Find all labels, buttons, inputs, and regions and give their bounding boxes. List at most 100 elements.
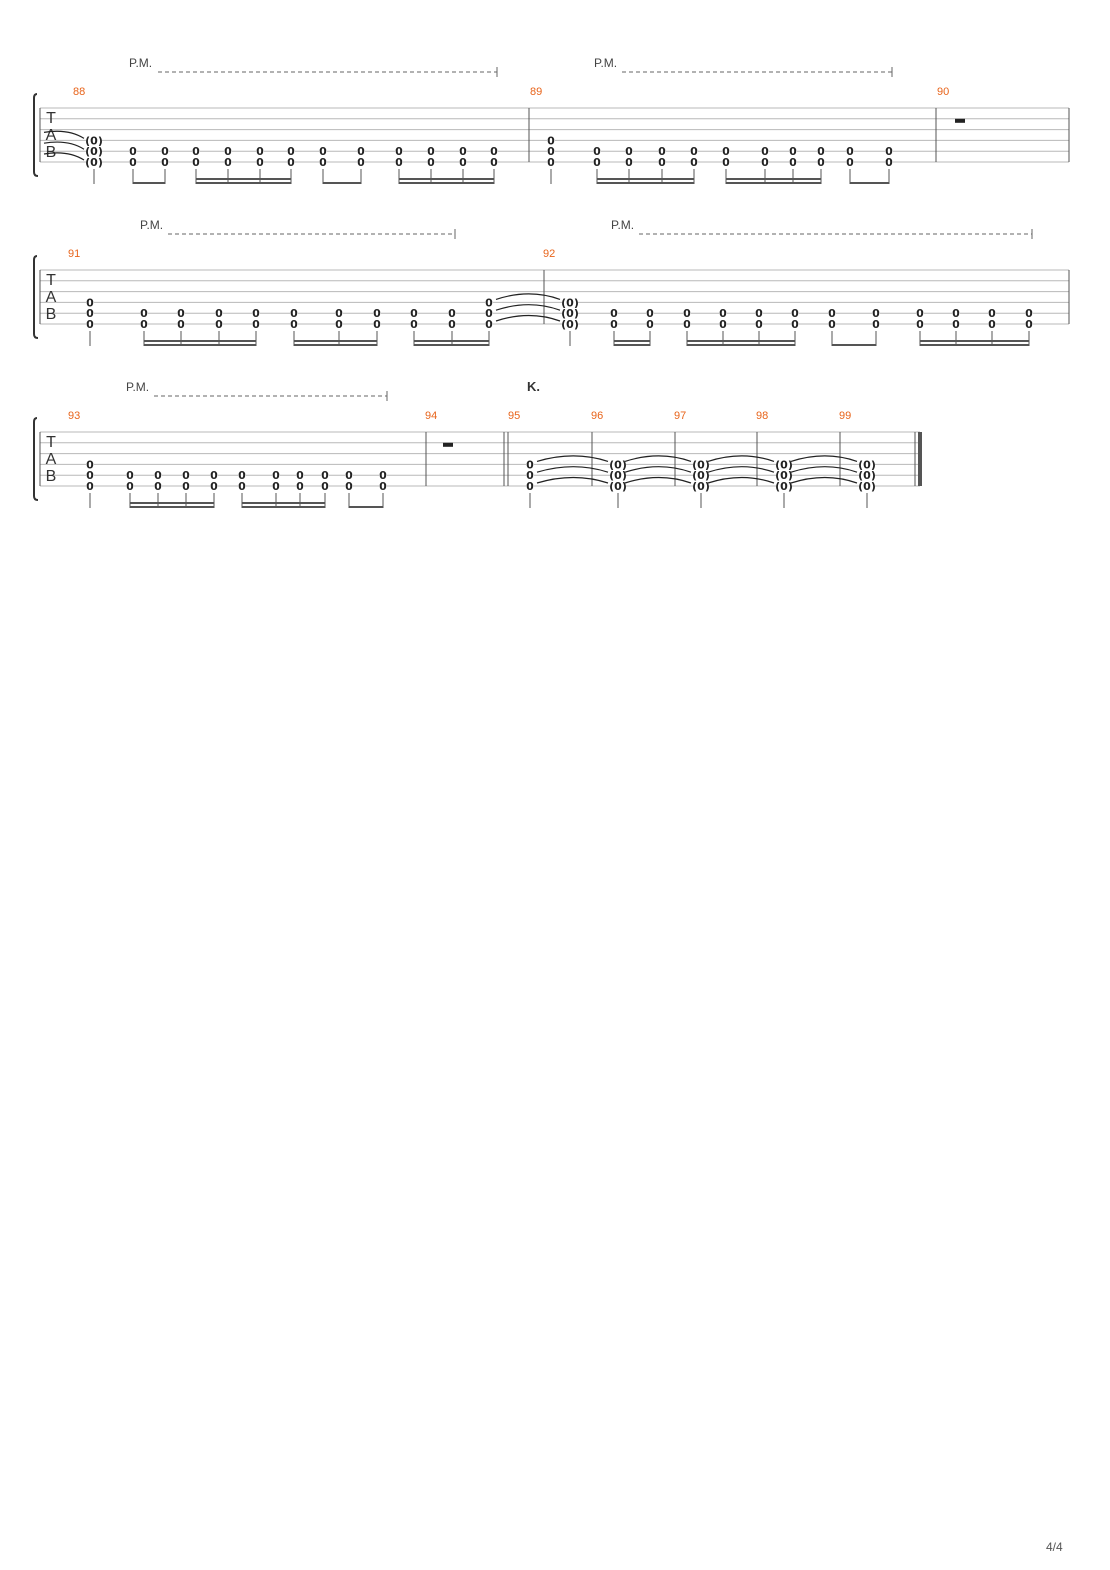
fret-number: 0	[828, 318, 836, 331]
fret-bg	[86, 135, 102, 146]
fret-number: 0	[345, 480, 353, 493]
section-marker: K.	[527, 379, 540, 394]
fret-bg	[126, 470, 134, 481]
fret-bg	[427, 157, 435, 167]
beam	[130, 506, 214, 508]
fret-number: 0	[846, 145, 854, 158]
tab-clef-letter: T	[46, 110, 56, 127]
fret-bg	[86, 146, 102, 157]
tab-clef-letter: B	[46, 306, 57, 323]
fret-number: 0	[272, 480, 280, 493]
fret-bg	[129, 146, 137, 157]
beam	[920, 344, 1029, 346]
fret-number: 0	[126, 469, 134, 482]
fret-number: (0)	[561, 296, 579, 309]
fret-bg	[490, 157, 498, 167]
fret-number: 0	[755, 318, 763, 331]
fret-number: (0)	[85, 145, 103, 158]
beam	[920, 340, 1029, 342]
fret-number: 0	[593, 156, 601, 169]
tie-arc	[495, 293, 561, 300]
fret-bg	[345, 470, 353, 481]
fret-bg	[210, 470, 218, 481]
fret-number: (0)	[561, 318, 579, 331]
fret-number: 0	[658, 145, 666, 158]
tab-clef-letter: T	[46, 272, 56, 289]
fret-bg	[610, 459, 626, 470]
tie-arc	[707, 476, 775, 484]
fret-bg	[828, 319, 836, 329]
beam	[349, 506, 383, 508]
fret-bg	[272, 481, 280, 491]
fret-bg	[872, 308, 880, 319]
fret-bg	[335, 308, 343, 319]
fret-bg	[683, 308, 691, 319]
fret-bg	[690, 157, 698, 167]
fret-bg	[1025, 319, 1033, 329]
fret-bg	[828, 308, 836, 319]
fret-bg	[885, 157, 893, 167]
fret-number: (0)	[609, 458, 627, 471]
fret-number: 0	[761, 156, 769, 169]
fret-bg	[410, 319, 418, 329]
fret-bg	[789, 157, 797, 167]
measure-number: 96	[591, 410, 603, 422]
fret-bg	[126, 481, 134, 491]
fret-number: 0	[485, 318, 493, 331]
beam	[850, 182, 889, 184]
fret-bg	[154, 470, 162, 481]
tie-arc	[495, 304, 561, 311]
fret-number: 0	[287, 145, 295, 158]
fret-bg	[86, 308, 94, 319]
fret-bg	[722, 146, 730, 157]
fret-number: 0	[177, 318, 185, 331]
fret-number: 0	[86, 480, 94, 493]
fret-bg	[86, 459, 94, 470]
fret-bg	[610, 481, 626, 491]
beam	[196, 178, 291, 180]
fret-bg	[86, 470, 94, 481]
fret-number: 0	[192, 145, 200, 158]
fret-bg	[693, 459, 709, 470]
fret-bg	[357, 157, 365, 167]
fret-bg	[872, 319, 880, 329]
tie-arc	[536, 466, 609, 473]
fret-bg	[562, 308, 578, 319]
fret-number: 0	[357, 156, 365, 169]
fret-number: 0	[224, 156, 232, 169]
fret-bg	[252, 319, 260, 329]
fret-bg	[182, 470, 190, 481]
fret-bg	[817, 157, 825, 167]
fret-number: 0	[238, 480, 246, 493]
fret-number: 0	[129, 145, 137, 158]
palm-mute-label: P.M.	[129, 56, 152, 70]
fret-bg	[859, 459, 875, 470]
fret-number: 0	[395, 145, 403, 158]
fret-bg	[395, 157, 403, 167]
fret-bg	[238, 470, 246, 481]
fret-bg	[776, 470, 792, 481]
palm-mute-label: P.M.	[140, 218, 163, 232]
fret-bg	[722, 157, 730, 167]
measure-number: 89	[530, 86, 542, 98]
fret-bg	[952, 319, 960, 329]
fret-number: 0	[646, 307, 654, 320]
measure-number: 99	[839, 410, 851, 422]
palm-mute-label: P.M.	[611, 218, 634, 232]
fret-bg	[321, 470, 329, 481]
fret-number: 0	[789, 145, 797, 158]
tab-clef-letter: A	[46, 127, 57, 144]
palm-mute-label: P.M.	[594, 56, 617, 70]
fret-number: 0	[321, 469, 329, 482]
fret-bg	[177, 308, 185, 319]
fret-number: 0	[86, 458, 94, 471]
tie-arc	[624, 466, 692, 473]
fret-number: (0)	[775, 480, 793, 493]
fret-bg	[224, 157, 232, 167]
fret-bg	[215, 308, 223, 319]
fret-number: (0)	[775, 458, 793, 471]
beam	[687, 344, 795, 346]
fret-bg	[224, 146, 232, 157]
fret-number: 0	[610, 318, 618, 331]
fret-number: 0	[427, 156, 435, 169]
